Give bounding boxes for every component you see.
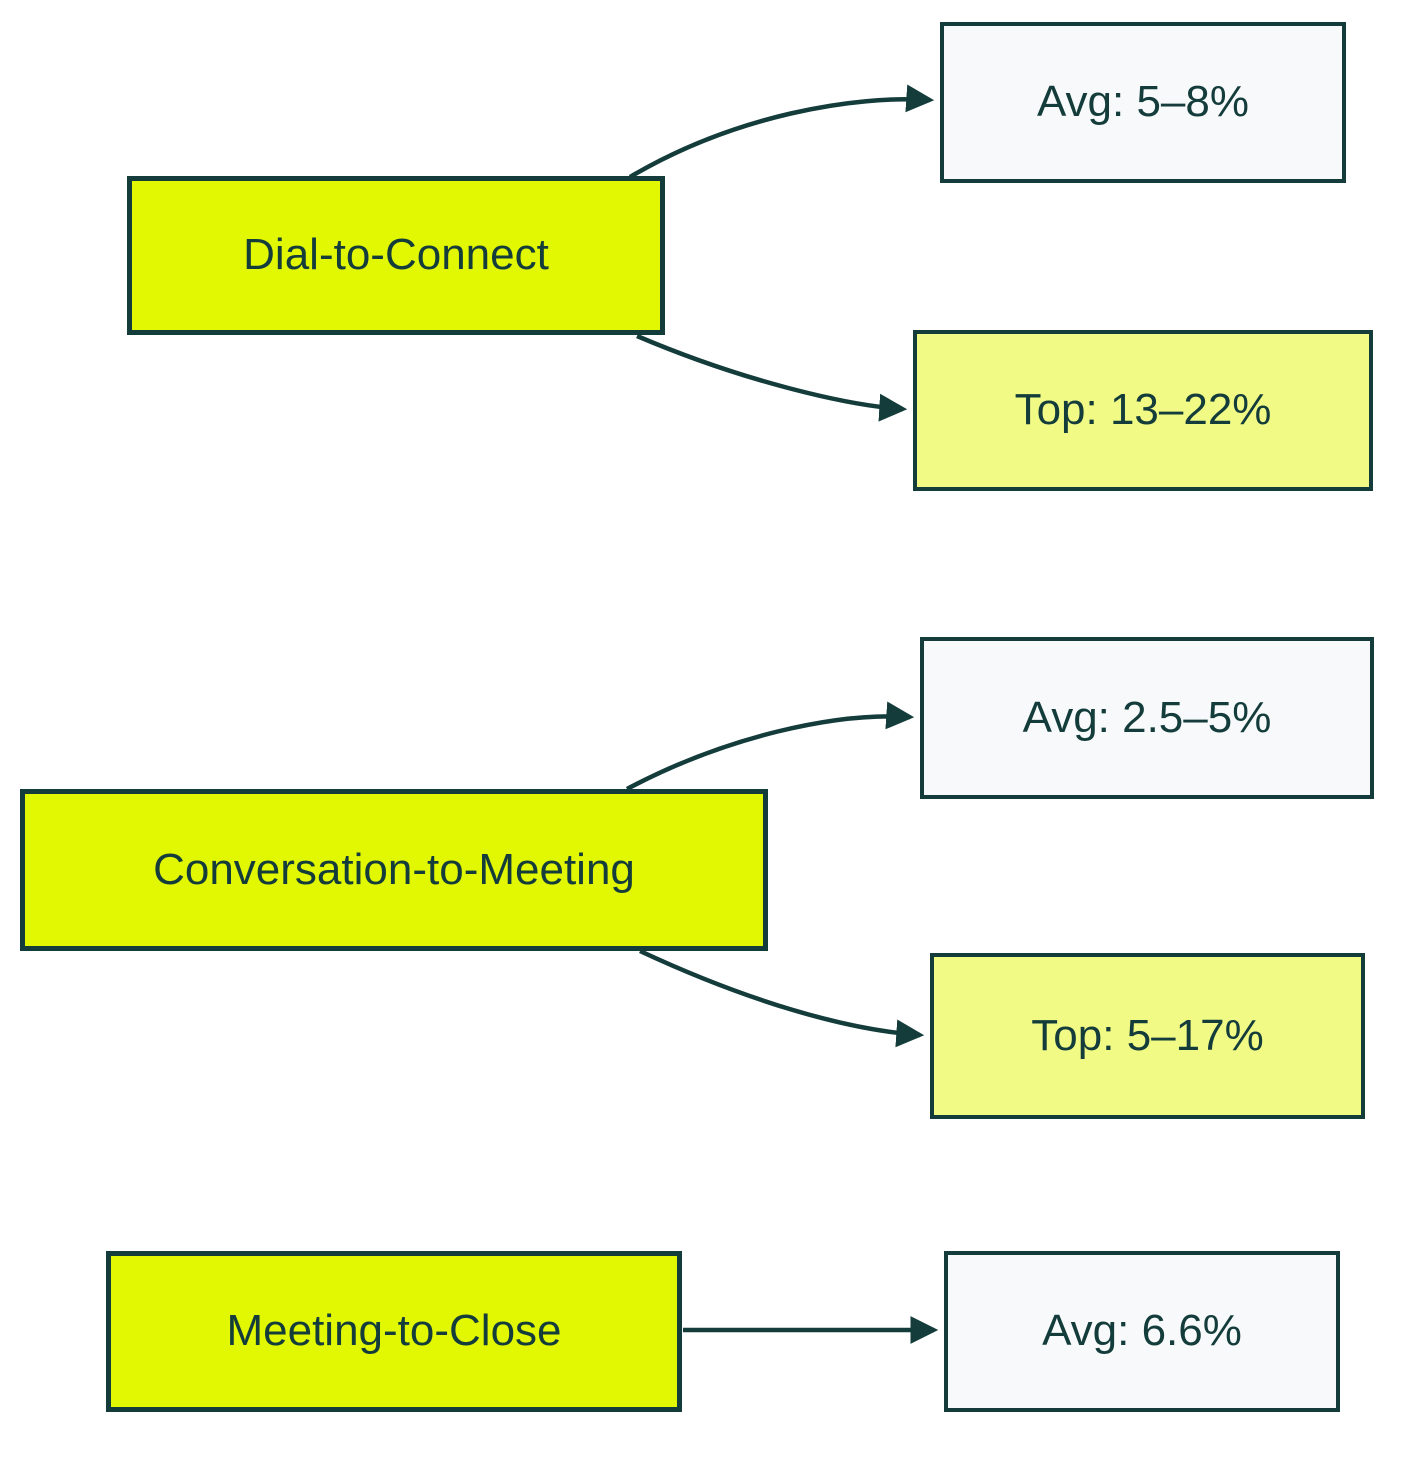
node-label: Dial-to-Connect [243, 230, 549, 280]
node-label: Avg: 5–8% [1036, 77, 1249, 127]
node-label: Top: 13–22% [1014, 385, 1272, 435]
node-conversation-to-meeting: Conversation-to-Meeting [20, 789, 768, 951]
edge-dial-to-avg [628, 84, 935, 179]
node-label: Top: 5–17% [1031, 1010, 1264, 1060]
node-conversation-top: Top: 5–17% [930, 953, 1365, 1119]
node-dial-avg: Avg: 5–8% [940, 22, 1346, 183]
edge-conversation-to-top [639, 948, 925, 1048]
node-dial-top: Top: 13–22% [913, 330, 1373, 491]
node-meeting-to-close: Meeting-to-Close [106, 1251, 682, 1412]
node-conversation-avg: Avg: 2.5–5% [920, 637, 1374, 799]
node-label: Conversation-to-Meeting [153, 844, 635, 894]
node-label: Avg: 2.5–5% [1022, 692, 1272, 742]
edge-conversation-to-avg [625, 701, 915, 791]
node-label: Meeting-to-Close [226, 1306, 562, 1356]
node-meeting-avg: Avg: 6.6% [944, 1251, 1340, 1412]
node-dial-to-connect: Dial-to-Connect [127, 176, 665, 335]
node-label: Avg: 6.6% [1042, 1306, 1242, 1356]
edge-dial-to-top [636, 333, 908, 422]
